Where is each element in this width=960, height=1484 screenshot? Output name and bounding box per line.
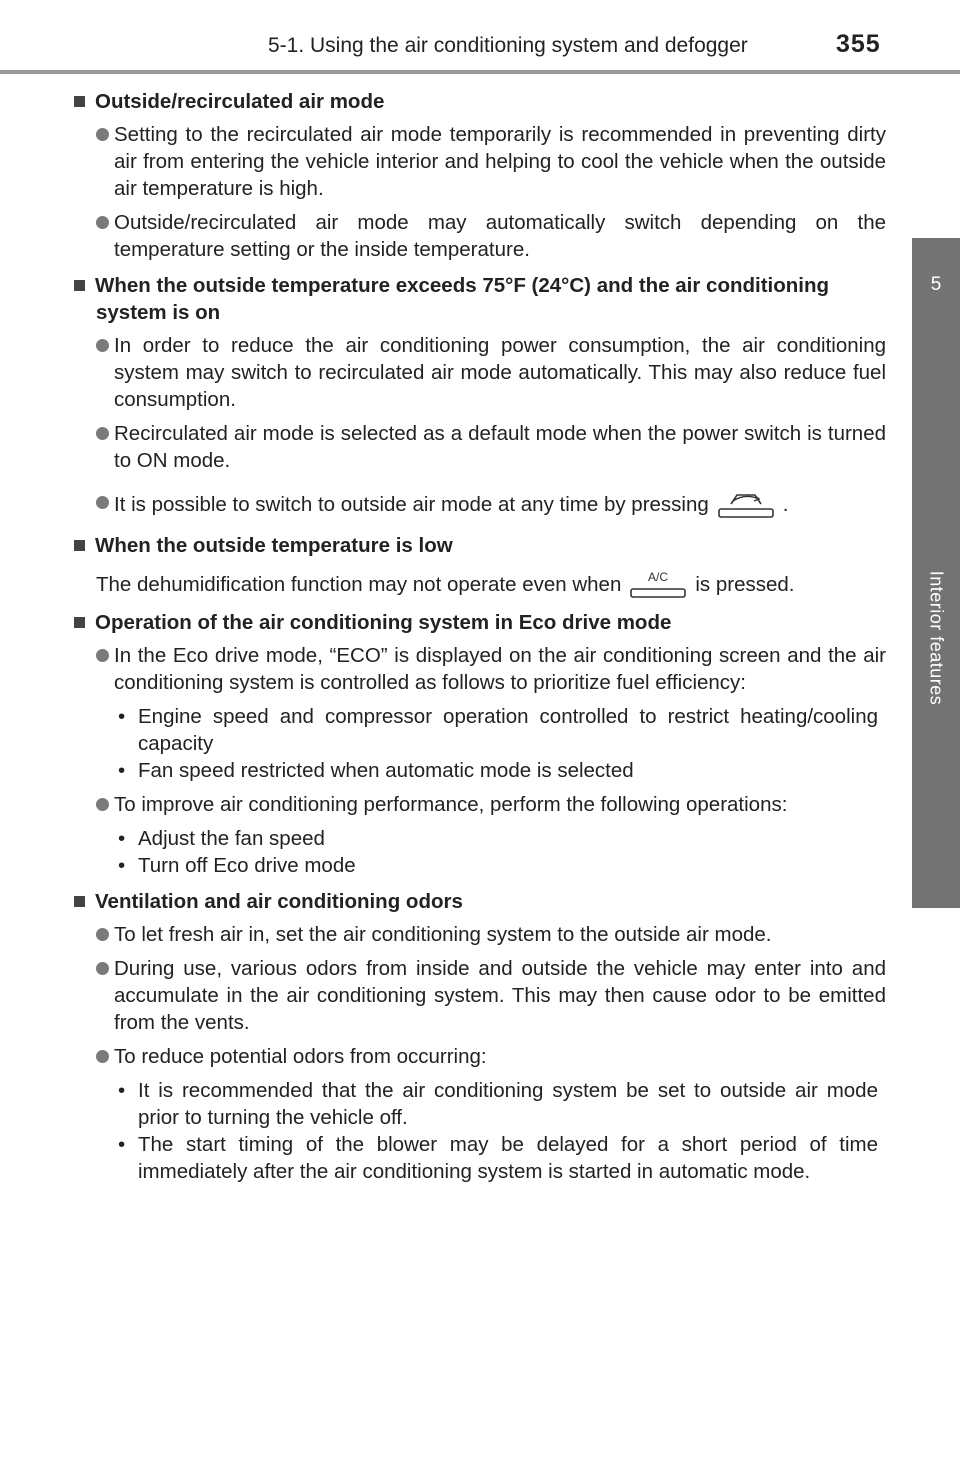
section-heading: When the outside temperature exceeds 75°…: [74, 272, 886, 326]
square-bullet-icon: [74, 96, 85, 107]
chapter-label: Interior features: [926, 570, 947, 706]
bullet-item: To improve air conditioning performance,…: [74, 791, 886, 818]
sub-item: •Engine speed and compressor operation c…: [118, 705, 878, 755]
bullet-item: It is possible to switch to outside air …: [74, 481, 886, 523]
sub-list: •Adjust the fan speed •Turn off Eco driv…: [74, 825, 886, 879]
sub-item: •The start timing of the blower may be d…: [118, 1133, 878, 1183]
section-outside-recirculated: Outside/recirculated air mode Setting to…: [74, 88, 886, 263]
section-heading: When the outside temperature is low: [74, 532, 886, 559]
bullet-item: In order to reduce the air conditioning …: [74, 332, 886, 413]
square-bullet-icon: [74, 896, 85, 907]
bullet-item: During use, various odors from inside an…: [74, 955, 886, 1036]
section-high-outside-temp: When the outside temperature exceeds 75°…: [74, 272, 886, 523]
section-heading: Outside/recirculated air mode: [74, 88, 886, 115]
circle-bullet-icon: [96, 962, 109, 975]
bullet-item: Outside/recirculated air mode may automa…: [74, 209, 886, 263]
square-bullet-icon: [74, 617, 85, 628]
circle-bullet-icon: [96, 928, 109, 941]
circle-bullet-icon: [96, 128, 109, 141]
sub-item: •Turn off Eco drive mode: [118, 854, 356, 877]
sub-list: •Engine speed and compressor operation c…: [74, 703, 886, 784]
circle-bullet-icon: [96, 427, 109, 440]
section-heading: Ventilation and air conditioning odors: [74, 888, 886, 915]
sub-item: •Fan speed restricted when automatic mod…: [118, 759, 634, 782]
section-low-outside-temp: When the outside temperature is low The …: [74, 532, 886, 599]
section-eco-drive-mode: Operation of the air conditioning system…: [74, 609, 886, 879]
circle-bullet-icon: [96, 1050, 109, 1063]
ac-button-label: A/C: [648, 570, 668, 584]
bullet-item: In the Eco drive mode, “ECO” is displaye…: [74, 642, 886, 696]
circle-bullet-icon: [96, 216, 109, 229]
section-heading: Operation of the air conditioning system…: [74, 609, 886, 636]
section-ventilation-odors: Ventilation and air conditioning odors T…: [74, 888, 886, 1185]
chapter-side-tab: 5 Interior features: [912, 238, 960, 908]
bullet-item: To let fresh air in, set the air conditi…: [74, 921, 886, 948]
circle-bullet-icon: [96, 496, 109, 509]
page-number: 355: [836, 30, 881, 58]
chapter-number: 5: [930, 274, 942, 295]
sub-item: •It is recommended that the air conditio…: [118, 1079, 878, 1129]
paragraph: The dehumidification function may not op…: [74, 569, 886, 599]
circle-bullet-icon: [96, 798, 109, 811]
circle-bullet-icon: [96, 339, 109, 352]
bullet-item: To reduce potential odors from occurring…: [74, 1043, 886, 1070]
ac-button-icon: A/C: [630, 570, 687, 598]
outside-air-mode-button-icon: [717, 494, 774, 518]
square-bullet-icon: [74, 540, 85, 551]
sub-item: •Adjust the fan speed: [118, 827, 325, 850]
header-rule: [0, 70, 960, 74]
bullet-item: Recirculated air mode is selected as a d…: [74, 420, 886, 474]
square-bullet-icon: [74, 280, 85, 291]
circle-bullet-icon: [96, 649, 109, 662]
header-title: 5-1. Using the air conditioning system a…: [268, 34, 748, 57]
sub-list: •It is recommended that the air conditio…: [74, 1077, 886, 1185]
page-content: Outside/recirculated air mode Setting to…: [74, 88, 886, 1194]
bullet-item: Setting to the recirculated air mode tem…: [74, 121, 886, 202]
